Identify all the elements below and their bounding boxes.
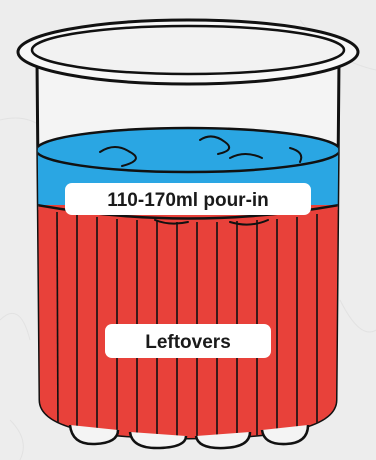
leftovers-label: Leftovers (145, 332, 231, 353)
cup-rim-inner (32, 26, 344, 74)
liquid-label: 110-170ml pour-in (107, 190, 269, 211)
